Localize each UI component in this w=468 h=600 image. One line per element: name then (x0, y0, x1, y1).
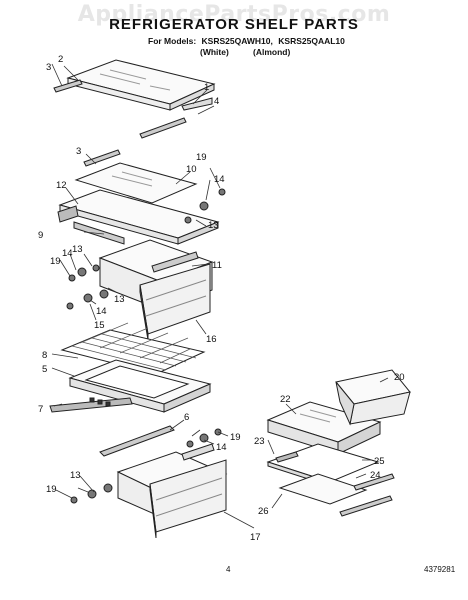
callout-leaders (51, 63, 389, 529)
callout-label: 5 (42, 364, 47, 375)
callout-label: 14 (216, 442, 227, 453)
callout-label: 13 (72, 244, 83, 255)
callout-label: 13 (70, 470, 81, 481)
model-list: For Models: KSRS25QAWH10, KSRS25QAAL10 (148, 36, 348, 46)
page-title: REFRIGERATOR SHELF PARTS (109, 16, 359, 33)
models-prefix: For Models: (148, 36, 197, 46)
callout-label: 19 (46, 484, 57, 495)
callout-label: 23 (254, 436, 265, 447)
callout-label: 19 (196, 152, 207, 163)
middle-glass-shelf (57, 149, 220, 245)
callout-label: 12 (56, 180, 67, 191)
door-bin (335, 369, 411, 426)
callout-label: 8 (42, 350, 47, 361)
callout-label: 19 (230, 432, 241, 443)
callout-label: 20 (394, 372, 405, 383)
callout-label: 15 (94, 320, 105, 331)
callout-label: 9 (38, 230, 43, 241)
callout-label: 13 (114, 294, 125, 305)
callout-label: 14 (62, 248, 73, 259)
callout-label: 24 (370, 470, 381, 481)
document-part-number: 4379281 (424, 565, 456, 574)
callout-label: 1 (204, 82, 209, 93)
callout-label: 19 (50, 256, 61, 267)
callout-label: 26 (258, 506, 269, 517)
callout-label: 4 (214, 96, 219, 107)
callout-label: 14 (96, 306, 107, 317)
crisper-drawer (98, 239, 214, 341)
callout-label: 2 (58, 54, 63, 65)
callout-label: 14 (214, 174, 225, 185)
almond-finish-label: (Almond) (253, 47, 291, 57)
callout-label: 16 (206, 334, 217, 345)
callout-label: 22 (280, 394, 291, 405)
callout-label: 13 (208, 220, 219, 231)
callout-label: 25 (374, 456, 385, 467)
callout-label: 6 (184, 412, 189, 423)
callout-label: 11 (212, 260, 222, 271)
shelf-frame (49, 359, 212, 413)
lower-drawer (99, 425, 228, 539)
callout-label: 7 (38, 404, 43, 415)
callout-label: 3 (46, 62, 51, 73)
watermark: AppliancePartsPros.com (77, 2, 391, 27)
callout-label: 10 (186, 164, 197, 175)
white-finish-label: (White) (200, 47, 229, 57)
page-number: 4 (226, 565, 231, 574)
snack-pan-assembly (266, 401, 395, 517)
callout-labels: 1 2 3 4 3 10 12 19 14 9 13 13 14 19 11 1… (38, 54, 405, 543)
white-model-number: KSRS25QAWH10, (201, 36, 273, 46)
almond-model-number: KSRS25QAAL10 (278, 36, 345, 46)
callout-label: 3 (76, 146, 81, 157)
callout-label: 17 (250, 532, 261, 543)
top-glass-shelf (53, 59, 216, 139)
hardware (66, 188, 226, 504)
